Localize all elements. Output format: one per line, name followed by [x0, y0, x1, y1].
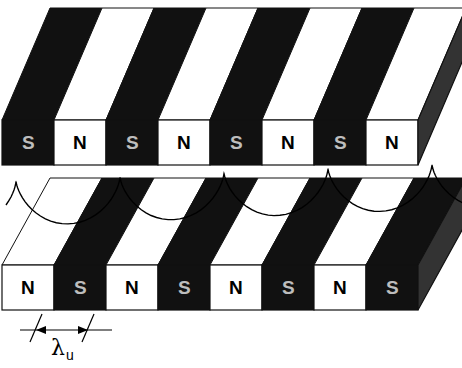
lower-magnet-array: [2, 178, 462, 310]
magnet-front-face: [106, 120, 158, 165]
magnet-front-face: [366, 120, 418, 165]
magnet-front-face: [262, 265, 314, 310]
period-dimension: [20, 314, 112, 342]
magnet-front-face: [106, 265, 158, 310]
magnet-side-face: [418, 178, 462, 310]
pole-label: N: [333, 278, 347, 297]
magnet-front-face: [210, 120, 262, 165]
magnet-front-face: [54, 265, 106, 310]
upper-magnet-array: [2, 8, 462, 165]
magnet-front-face: [2, 265, 54, 310]
pole-label: S: [126, 133, 139, 152]
period-subscript: u: [66, 348, 74, 362]
period-symbol: λ: [51, 337, 65, 359]
pole-label: S: [282, 278, 295, 297]
pole-label: S: [74, 278, 87, 297]
pole-label: N: [281, 133, 295, 152]
electron-trajectory: [6, 165, 462, 224]
magnet-front-face: [158, 265, 210, 310]
magnet-front-face: [314, 265, 366, 310]
pole-label: S: [386, 278, 399, 297]
pole-label: N: [73, 133, 87, 152]
magnet-front-face: [314, 120, 366, 165]
pole-label: N: [177, 133, 191, 152]
pole-label: N: [229, 278, 243, 297]
pole-label: N: [21, 278, 35, 297]
pole-label: S: [230, 133, 243, 152]
magnet-front-face: [210, 265, 262, 310]
magnet-front-face: [262, 120, 314, 165]
pole-label: S: [334, 133, 347, 152]
pole-label: S: [178, 278, 191, 297]
magnet-front-face: [54, 120, 106, 165]
magnet-front-face: [2, 120, 54, 165]
magnet-front-face: [158, 120, 210, 165]
pole-label: N: [385, 133, 399, 152]
pole-label: S: [22, 133, 35, 152]
magnet-side-face: [418, 8, 462, 165]
pole-label: N: [125, 278, 139, 297]
magnet-front-face: [366, 265, 418, 310]
